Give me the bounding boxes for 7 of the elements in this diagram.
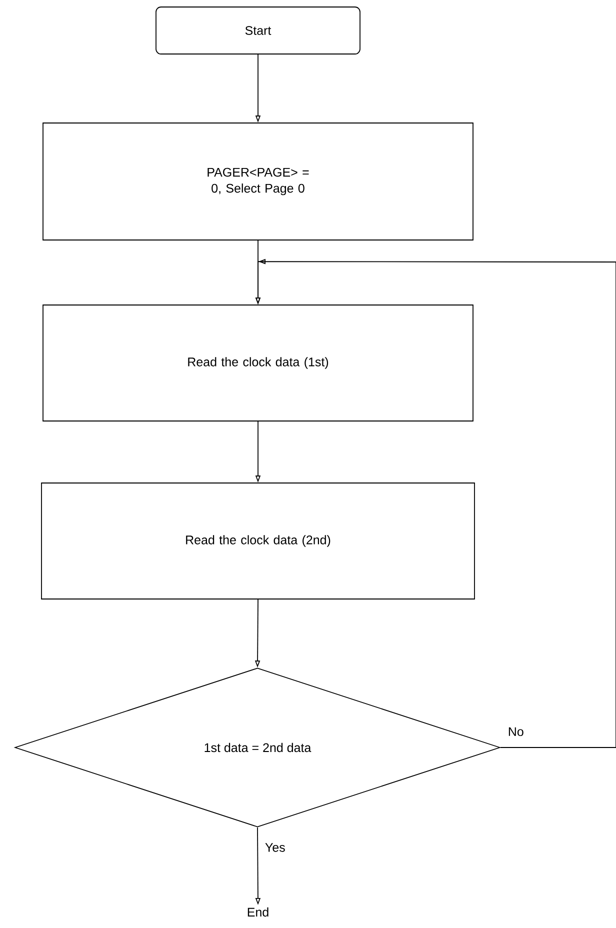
process-box: Read the clock data (1st) <box>42 304 474 422</box>
edge-label: No <box>506 726 525 738</box>
edge-label: Yes <box>264 842 286 853</box>
start-box: Start <box>156 6 360 54</box>
process-box: PAGER<PAGE> = 0, Select Page 0 <box>42 122 474 240</box>
end-text: End <box>248 907 268 917</box>
process-box: Read the clock data (2nd) <box>41 482 475 600</box>
